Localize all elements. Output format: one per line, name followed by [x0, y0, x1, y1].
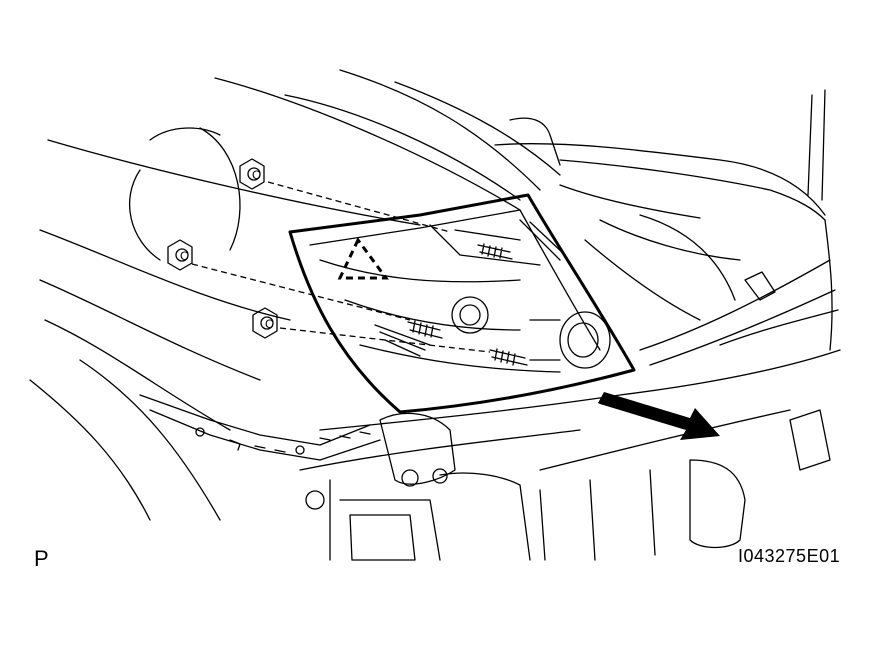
lamp-studs: [407, 243, 528, 366]
hex-nut-icon: C: [239, 158, 265, 190]
hex-nut-icon: C: [252, 307, 278, 339]
svg-text:C: C: [252, 168, 261, 182]
svg-text:C: C: [180, 249, 189, 263]
figure-id-label: I043275E01: [738, 546, 841, 566]
hex-nut-icon: C: [167, 239, 193, 271]
view-marker-label: P: [34, 546, 49, 571]
svg-text:C: C: [265, 317, 274, 331]
alignment-lines: [191, 181, 491, 353]
vehicle-body-outline: [29, 69, 841, 561]
removal-direction-arrow: [598, 392, 720, 440]
dashed-triangle-pin-icon: [337, 237, 389, 280]
tail-lamp-assembly: [288, 193, 636, 414]
